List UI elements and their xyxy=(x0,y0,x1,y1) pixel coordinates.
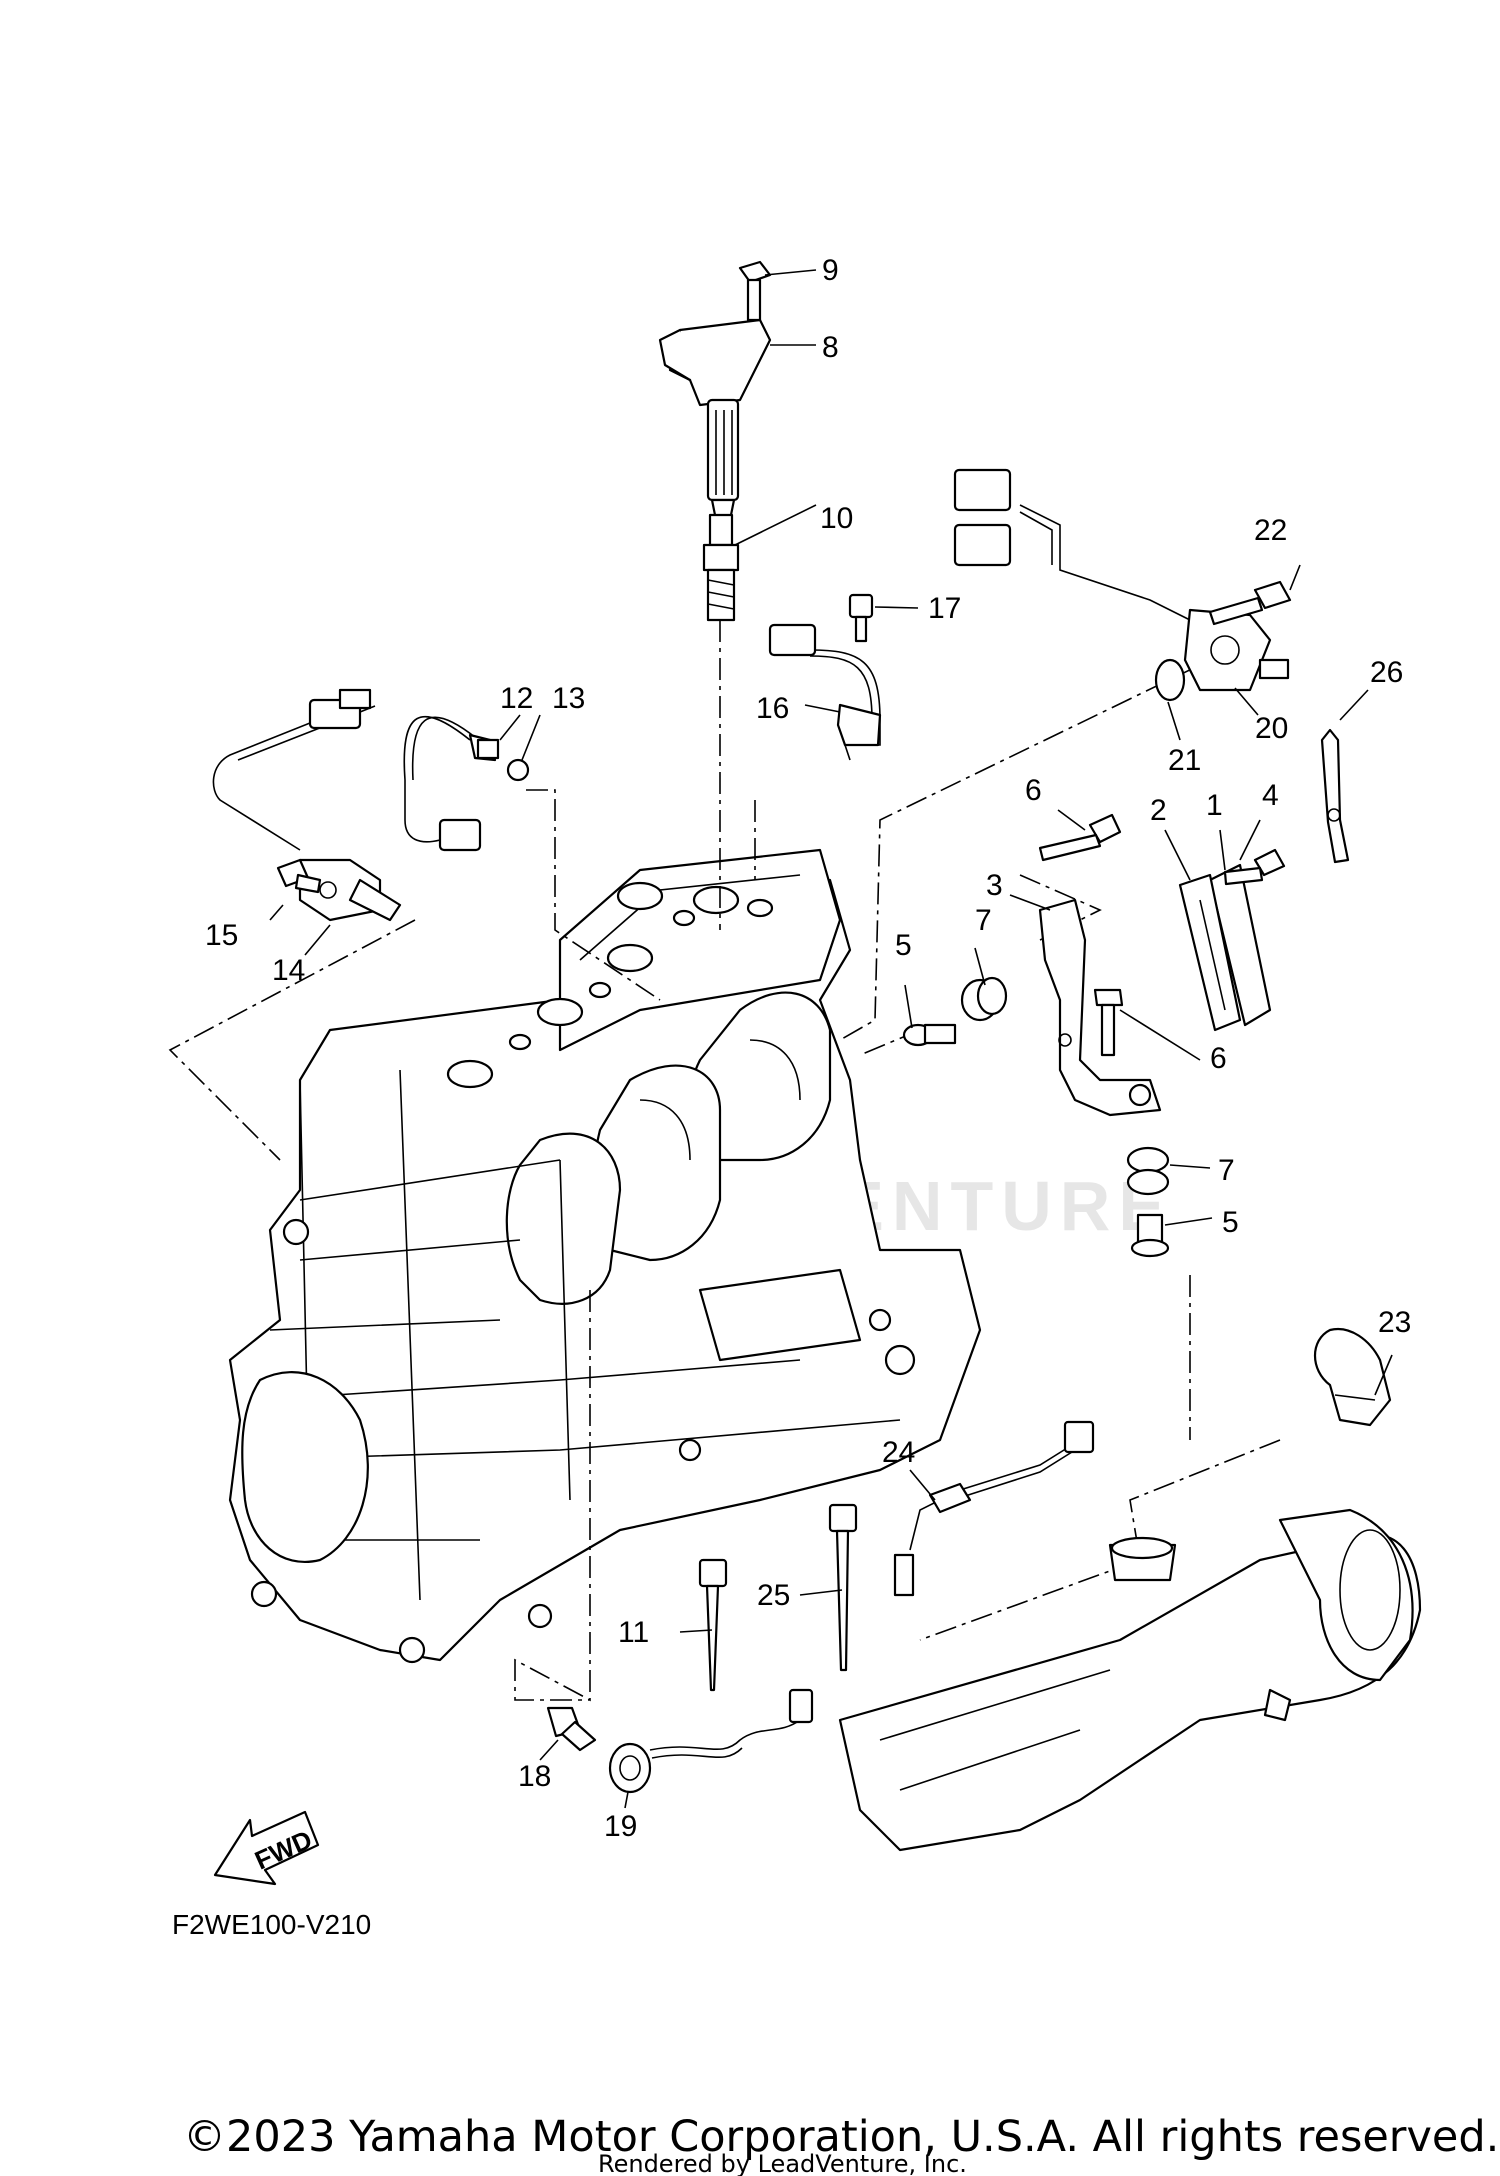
temperature-sensor xyxy=(403,715,500,852)
intake-manifold xyxy=(505,991,862,1362)
exhaust-temp-sensor xyxy=(893,1420,1095,1597)
tps-o-ring xyxy=(1154,658,1186,702)
callout-22: 22 xyxy=(1254,514,1287,547)
callout-2: 2 xyxy=(1150,794,1167,827)
callout-12: 12 xyxy=(500,682,533,715)
callout-6-upper: 6 xyxy=(1025,774,1042,807)
callout-20: 20 xyxy=(1255,712,1288,745)
rendered-by-credit: Rendered by LeadVenture, Inc. xyxy=(598,2150,967,2176)
spark-plug-wells xyxy=(446,881,774,1089)
sensor-gasket xyxy=(506,758,530,782)
cable-tie-11 xyxy=(698,1558,728,1692)
callout-1: 1 xyxy=(1206,789,1223,822)
callout-8: 8 xyxy=(822,331,839,364)
leader-lines xyxy=(269,269,1393,1809)
cable-tie-25 xyxy=(828,1503,858,1672)
callout-3: 3 xyxy=(986,869,1003,902)
callout-25: 25 xyxy=(757,1579,790,1612)
copyright-notice: ©2023 Yamaha Motor Corporation, U.S.A. A… xyxy=(183,2112,1499,2162)
ignition-coil xyxy=(658,318,772,522)
callout-7-lower: 7 xyxy=(1218,1154,1235,1187)
callout-13: 13 xyxy=(552,682,585,715)
bracket xyxy=(1038,898,1162,1117)
diagram-code: F2WE100-V210 xyxy=(172,1909,371,1940)
callout-21: 21 xyxy=(1168,744,1201,777)
sensor-screw xyxy=(848,593,874,643)
knock-sensor xyxy=(608,1688,814,1794)
cam-sensor-bolt xyxy=(276,858,322,894)
callout-24: 24 xyxy=(882,1436,915,1469)
callout-9: 9 xyxy=(822,254,839,287)
callout-5-upper: 5 xyxy=(895,929,912,962)
cover-plate xyxy=(1178,863,1272,1032)
clip-26 xyxy=(1320,728,1350,864)
callout-10: 10 xyxy=(820,502,853,535)
callout-11: 11 xyxy=(618,1616,649,1649)
callout-5-lower: 5 xyxy=(1222,1206,1239,1239)
spark-plug xyxy=(702,513,740,622)
coil-bolt xyxy=(738,260,772,322)
grommet-7-lower xyxy=(1126,1146,1170,1196)
bracket-bolt-6-lower xyxy=(1093,988,1124,1057)
bracket-bolt-6-upper xyxy=(1038,813,1122,862)
cam-position-sensor xyxy=(212,688,402,922)
tps-bolt xyxy=(1208,580,1292,626)
grommet-7-upper xyxy=(960,976,1008,1022)
callout-6-lower: 6 xyxy=(1210,1042,1227,1075)
callout-23: 23 xyxy=(1378,1306,1411,1339)
collar-5-lower xyxy=(1130,1213,1170,1258)
callout-18: 18 xyxy=(518,1760,551,1793)
callout-19: 19 xyxy=(604,1810,637,1843)
callout-labels: 1 2 3 4 5 5 6 6 7 7 8 9 10 11 12 13 14 1… xyxy=(205,254,1411,1843)
collar-5-upper xyxy=(902,1023,957,1047)
callout-15: 15 xyxy=(205,919,238,952)
callout-17: 17 xyxy=(928,592,961,625)
pressure-switch xyxy=(546,1706,597,1752)
bracket-bolt-4 xyxy=(1223,848,1286,886)
map-sensor xyxy=(768,623,882,761)
callout-4: 4 xyxy=(1262,779,1279,812)
forward-direction-indicator: FWD xyxy=(213,1810,320,1886)
exhaust-manifold xyxy=(838,1508,1422,1852)
callout-16: 16 xyxy=(756,692,789,725)
clamp-23 xyxy=(1314,1327,1392,1427)
callout-7-upper: 7 xyxy=(975,904,992,937)
callout-26: 26 xyxy=(1370,656,1403,689)
engine-block xyxy=(228,848,982,1664)
throttle-position-sensor xyxy=(953,468,1290,692)
callout-14: 14 xyxy=(272,954,305,987)
